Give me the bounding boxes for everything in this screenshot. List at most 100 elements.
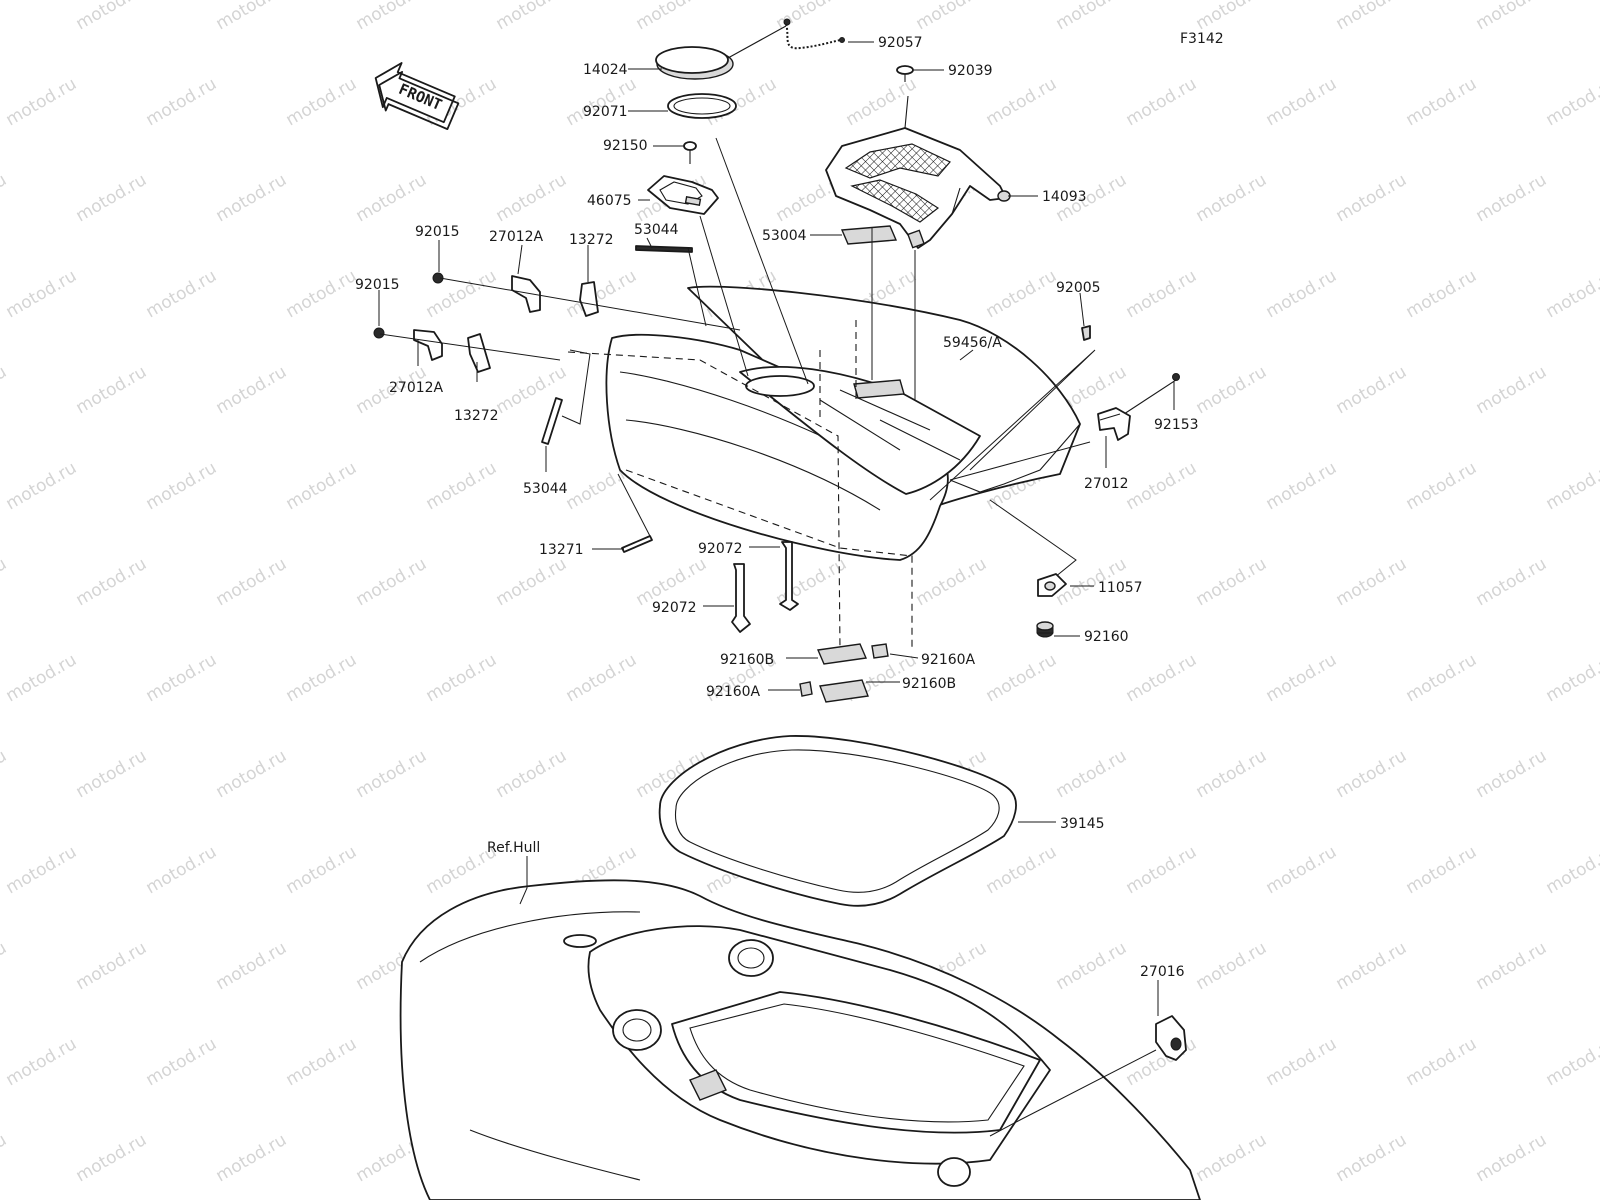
- watermark-text: motod.ru: [283, 842, 361, 898]
- part-label-11057: 11057: [1098, 580, 1143, 596]
- part-label-92015-left: 92015: [355, 277, 400, 293]
- watermark-text: motod.ru: [1403, 74, 1481, 130]
- nut-92160: [1036, 621, 1054, 638]
- watermark-text: motod.ru: [493, 746, 571, 802]
- part-label-53004: 53004: [762, 228, 807, 244]
- watermark-text: motod.ru: [213, 746, 291, 802]
- watermark-text: motod.ru: [3, 650, 81, 706]
- watermark-text: motod.ru: [283, 458, 361, 514]
- strap-92072-right: [779, 541, 799, 611]
- watermark-text: motod.ru: [353, 746, 431, 802]
- ring-92071: [667, 93, 737, 119]
- watermark-text: motod.ru: [1193, 1130, 1271, 1186]
- watermark-text: motod.ru: [353, 170, 431, 226]
- bracket-27016: [1155, 1015, 1187, 1061]
- watermark-text: motod.ru: [1403, 458, 1481, 514]
- part-label-92072-left: 92072: [652, 600, 697, 616]
- pad-92160B-right: [819, 679, 869, 703]
- watermark-text: motod.ru: [1543, 650, 1600, 706]
- watermark-text: motod.ru: [493, 170, 571, 226]
- watermark-text: motod.ru: [1543, 266, 1600, 322]
- watermark-text: motod.ru: [1123, 74, 1201, 130]
- watermark-text: motod.ru: [353, 0, 431, 34]
- watermark-text: motod.ru: [493, 0, 571, 34]
- watermark-text: motod.ru: [1263, 266, 1341, 322]
- watermark-text: motod.ru: [73, 746, 151, 802]
- part-label-92057: 92057: [878, 35, 923, 51]
- watermark-text: motod.ru: [0, 554, 10, 610]
- bracket-27012: [1097, 407, 1131, 441]
- deck-cover-59456A: [605, 285, 1081, 561]
- watermark-text: motod.ru: [213, 362, 291, 418]
- part-label-27012A-bottom: 27012A: [389, 380, 444, 396]
- watermark-text: motod.ru: [773, 0, 851, 34]
- part-label-27012: 27012: [1084, 476, 1129, 492]
- part-label-53044-bottom: 53044: [523, 481, 568, 497]
- watermark-text: motod.ru: [1403, 1034, 1481, 1090]
- watermark-text: motod.ru: [843, 74, 921, 130]
- watermark-text: motod.ru: [1333, 554, 1411, 610]
- watermark-text: motod.ru: [0, 0, 10, 34]
- watermark-text: motod.ru: [143, 74, 221, 130]
- watermark-text: motod.ru: [1193, 554, 1271, 610]
- watermark-text: motod.ru: [1193, 170, 1271, 226]
- part-label-13272-top: 13272: [569, 232, 614, 248]
- watermark-text: motod.ru: [1543, 842, 1600, 898]
- watermark-text: motod.ru: [1333, 362, 1411, 418]
- watermark-text: motod.ru: [143, 842, 221, 898]
- watermark-text: motod.ru: [73, 362, 151, 418]
- watermark-text: motod.ru: [1473, 938, 1551, 994]
- watermark-text: motod.ru: [913, 554, 991, 610]
- watermark-text: motod.ru: [3, 458, 81, 514]
- watermark-text: motod.ru: [283, 266, 361, 322]
- watermark-text: motod.ru: [563, 266, 641, 322]
- watermark-text: motod.ru: [423, 650, 501, 706]
- watermark-text: motod.ru: [0, 362, 10, 418]
- part-label-92160: 92160: [1084, 629, 1129, 645]
- watermark-text: motod.ru: [1263, 842, 1341, 898]
- watermark-text: motod.ru: [633, 0, 711, 34]
- part-label-13271: 13271: [539, 542, 584, 558]
- part-label-92160B-left: 92160B: [720, 652, 774, 668]
- part-label-39145: 39145: [1060, 816, 1105, 832]
- fastener-92005: [1081, 325, 1091, 341]
- hull-reference: [399, 879, 1201, 1200]
- watermark-text: motod.ru: [283, 74, 361, 130]
- part-label-27016: 27016: [1140, 964, 1185, 980]
- part-label-92039: 92039: [948, 63, 993, 79]
- part-label-14093: 14093: [1042, 189, 1087, 205]
- pad-53004: [840, 225, 898, 245]
- part-label-92150: 92150: [603, 138, 648, 154]
- watermark-text: motod.ru: [1473, 746, 1551, 802]
- bracket-27012A-bottom: [373, 327, 443, 361]
- watermark-text: motod.ru: [1123, 650, 1201, 706]
- pad-13272-bottom: [467, 333, 491, 373]
- watermark-text: motod.ru: [73, 554, 151, 610]
- label-leaders: [378, 41, 1175, 1137]
- watermark-text: motod.ru: [1053, 746, 1131, 802]
- watermark-text: motod.ru: [1333, 1130, 1411, 1186]
- bracket-11057: [1037, 573, 1067, 597]
- figure-code: F3142: [1180, 31, 1224, 47]
- watermark-text: motod.ru: [1473, 1130, 1551, 1186]
- watermark-text: motod.ru: [1473, 170, 1551, 226]
- watermark-text: motod.ru: [143, 650, 221, 706]
- watermark-text: motod.ru: [143, 1034, 221, 1090]
- strap-92072-left: [731, 563, 751, 633]
- watermark-text: motod.ru: [1333, 0, 1411, 34]
- watermark-text: motod.ru: [1473, 554, 1551, 610]
- pad-92160A-left: [799, 681, 813, 697]
- bracket-46075: [647, 175, 719, 215]
- part-label-92015-top: 92015: [415, 224, 460, 240]
- watermark-text: motod.ru: [1543, 458, 1600, 514]
- part-label-92153: 92153: [1154, 417, 1199, 433]
- strip-53044-top: [635, 245, 693, 253]
- watermark-text: motod.ru: [1543, 74, 1600, 130]
- watermark-text: motod.ru: [983, 650, 1061, 706]
- watermark-text: motod.ru: [3, 74, 81, 130]
- grille-14093: [825, 95, 1011, 249]
- watermark-text: motod.ru: [1193, 362, 1271, 418]
- part-label-59456A: 59456/A: [943, 335, 1002, 351]
- part-label-46075: 46075: [587, 193, 632, 209]
- bolt-92153: [1123, 373, 1180, 415]
